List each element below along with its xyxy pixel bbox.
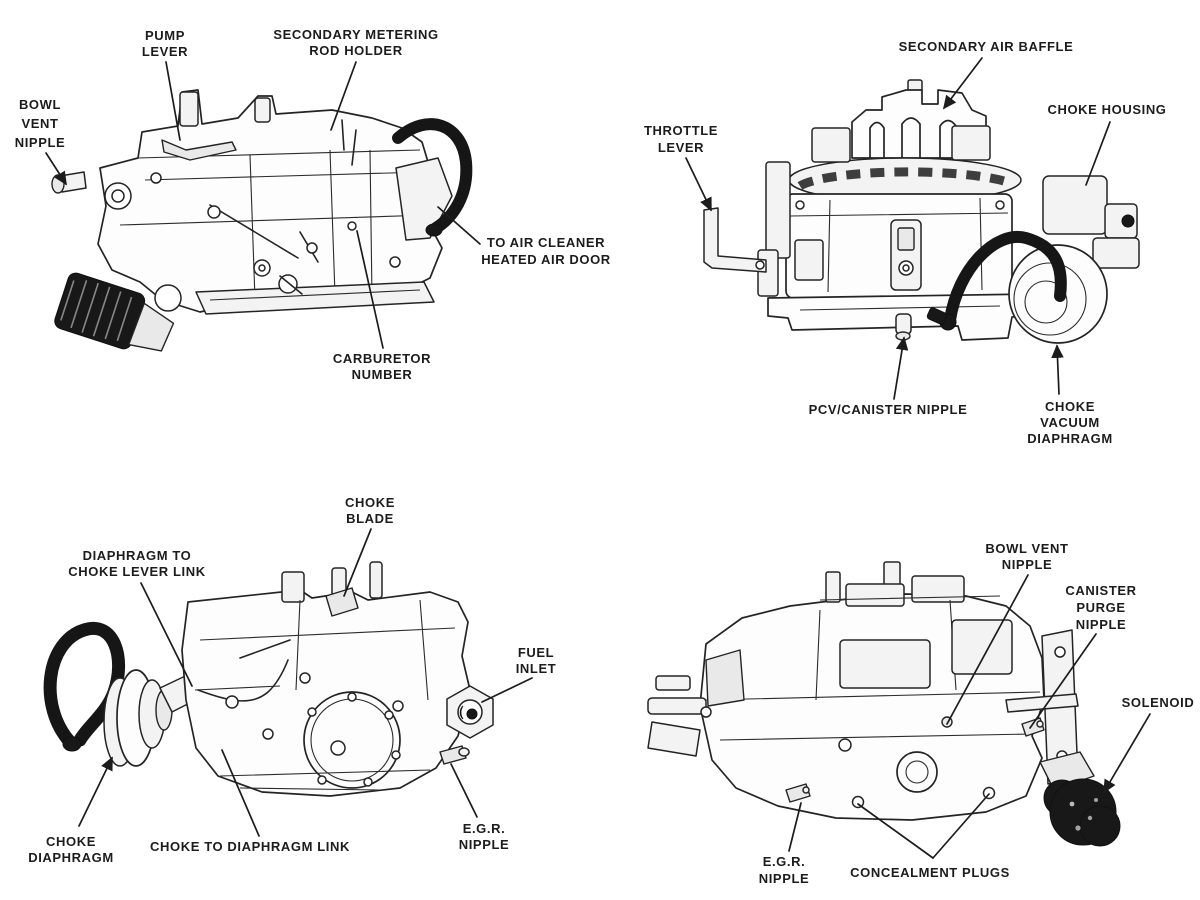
leader-fuel-inlet (481, 677, 533, 703)
leader-choke-vacuum-diaphragm (1051, 344, 1064, 395)
leader-secondary-air-baffle (942, 57, 983, 110)
leader-bowl-vent-nipple-2 (946, 574, 1029, 725)
throttle-body-flange (303, 691, 401, 789)
leader-concealment-plugs (857, 803, 934, 859)
throttle-shaft (647, 697, 707, 715)
label-pcv-canister-nipple: PCV/CANISTER NIPPLE (809, 402, 968, 417)
label-solenoid: SOLENOID (1122, 695, 1195, 710)
leader-throttle-lever (685, 157, 712, 212)
leader-choke-blade (343, 528, 372, 597)
pump-lever-arm (161, 139, 237, 161)
label-concealment-plugs: CONCEALMENT PLUGS (850, 865, 1010, 880)
label-choke-housing: CHOKE HOUSING (1047, 102, 1166, 117)
leader-pump-lever (165, 61, 181, 141)
carburetor-illustration-bottom-left (43, 561, 494, 797)
labels-top-right-front-view: SECONDARY AIR BAFFLE CHOKE HOUSING THROTTL… (644, 39, 1166, 446)
leader-bowl-vent-nipple (45, 152, 67, 186)
carburetor-illustration-top-left (51, 89, 473, 352)
leader-canister-purge-nipple (1029, 633, 1097, 729)
pcv-canister-nipple-part (895, 313, 912, 335)
leader-solenoid (1103, 713, 1151, 794)
idle-mixture-boss (896, 751, 938, 793)
carburetor-number-location (347, 221, 357, 231)
leader-concealment-plugs (932, 793, 990, 859)
label-secondary-air-baffle: SECONDARY AIR BAFFLE (899, 39, 1074, 54)
choke-vacuum-hose (944, 230, 1067, 326)
leader-choke-housing (1085, 121, 1111, 186)
choke-pulloff-canister (54, 272, 175, 352)
carburetor-illustration-bottom-right (647, 561, 1121, 847)
concealment-plug-left (851, 795, 865, 809)
leader-pcv-canister-nipple (893, 336, 909, 400)
label-choke-to-diaphragm-link: CHOKE TO DIAPHRAGM LINK (150, 839, 350, 854)
pump-lever-stud (179, 91, 199, 127)
leader-egr-nipple-left (450, 763, 478, 818)
heated-air-tube (392, 118, 473, 234)
leader-egr-nipple-right (788, 802, 802, 852)
choke-housing-part (1042, 175, 1108, 235)
concealment-plug-right (982, 786, 996, 800)
leader-choke-diaphragm (78, 756, 113, 827)
leader-carburetor-number (356, 230, 384, 349)
leader-diaphragm-to-choke-lever-link (140, 582, 193, 687)
leader-to-air-cleaner-heated-air-door (437, 206, 481, 245)
choke-blade-part (325, 587, 359, 617)
leader-choke-to-diaphragm-link (221, 749, 260, 837)
label-egr-nipple-left: E.G.R.NIPPLE (459, 821, 510, 852)
choke-hose-loop (43, 621, 126, 749)
label-egr-nipple-right: E.G.R.NIPPLE (759, 854, 810, 886)
carburetor-illustration-top-right (703, 79, 1140, 344)
leader-secondary-metering-rod-holder (330, 61, 357, 131)
